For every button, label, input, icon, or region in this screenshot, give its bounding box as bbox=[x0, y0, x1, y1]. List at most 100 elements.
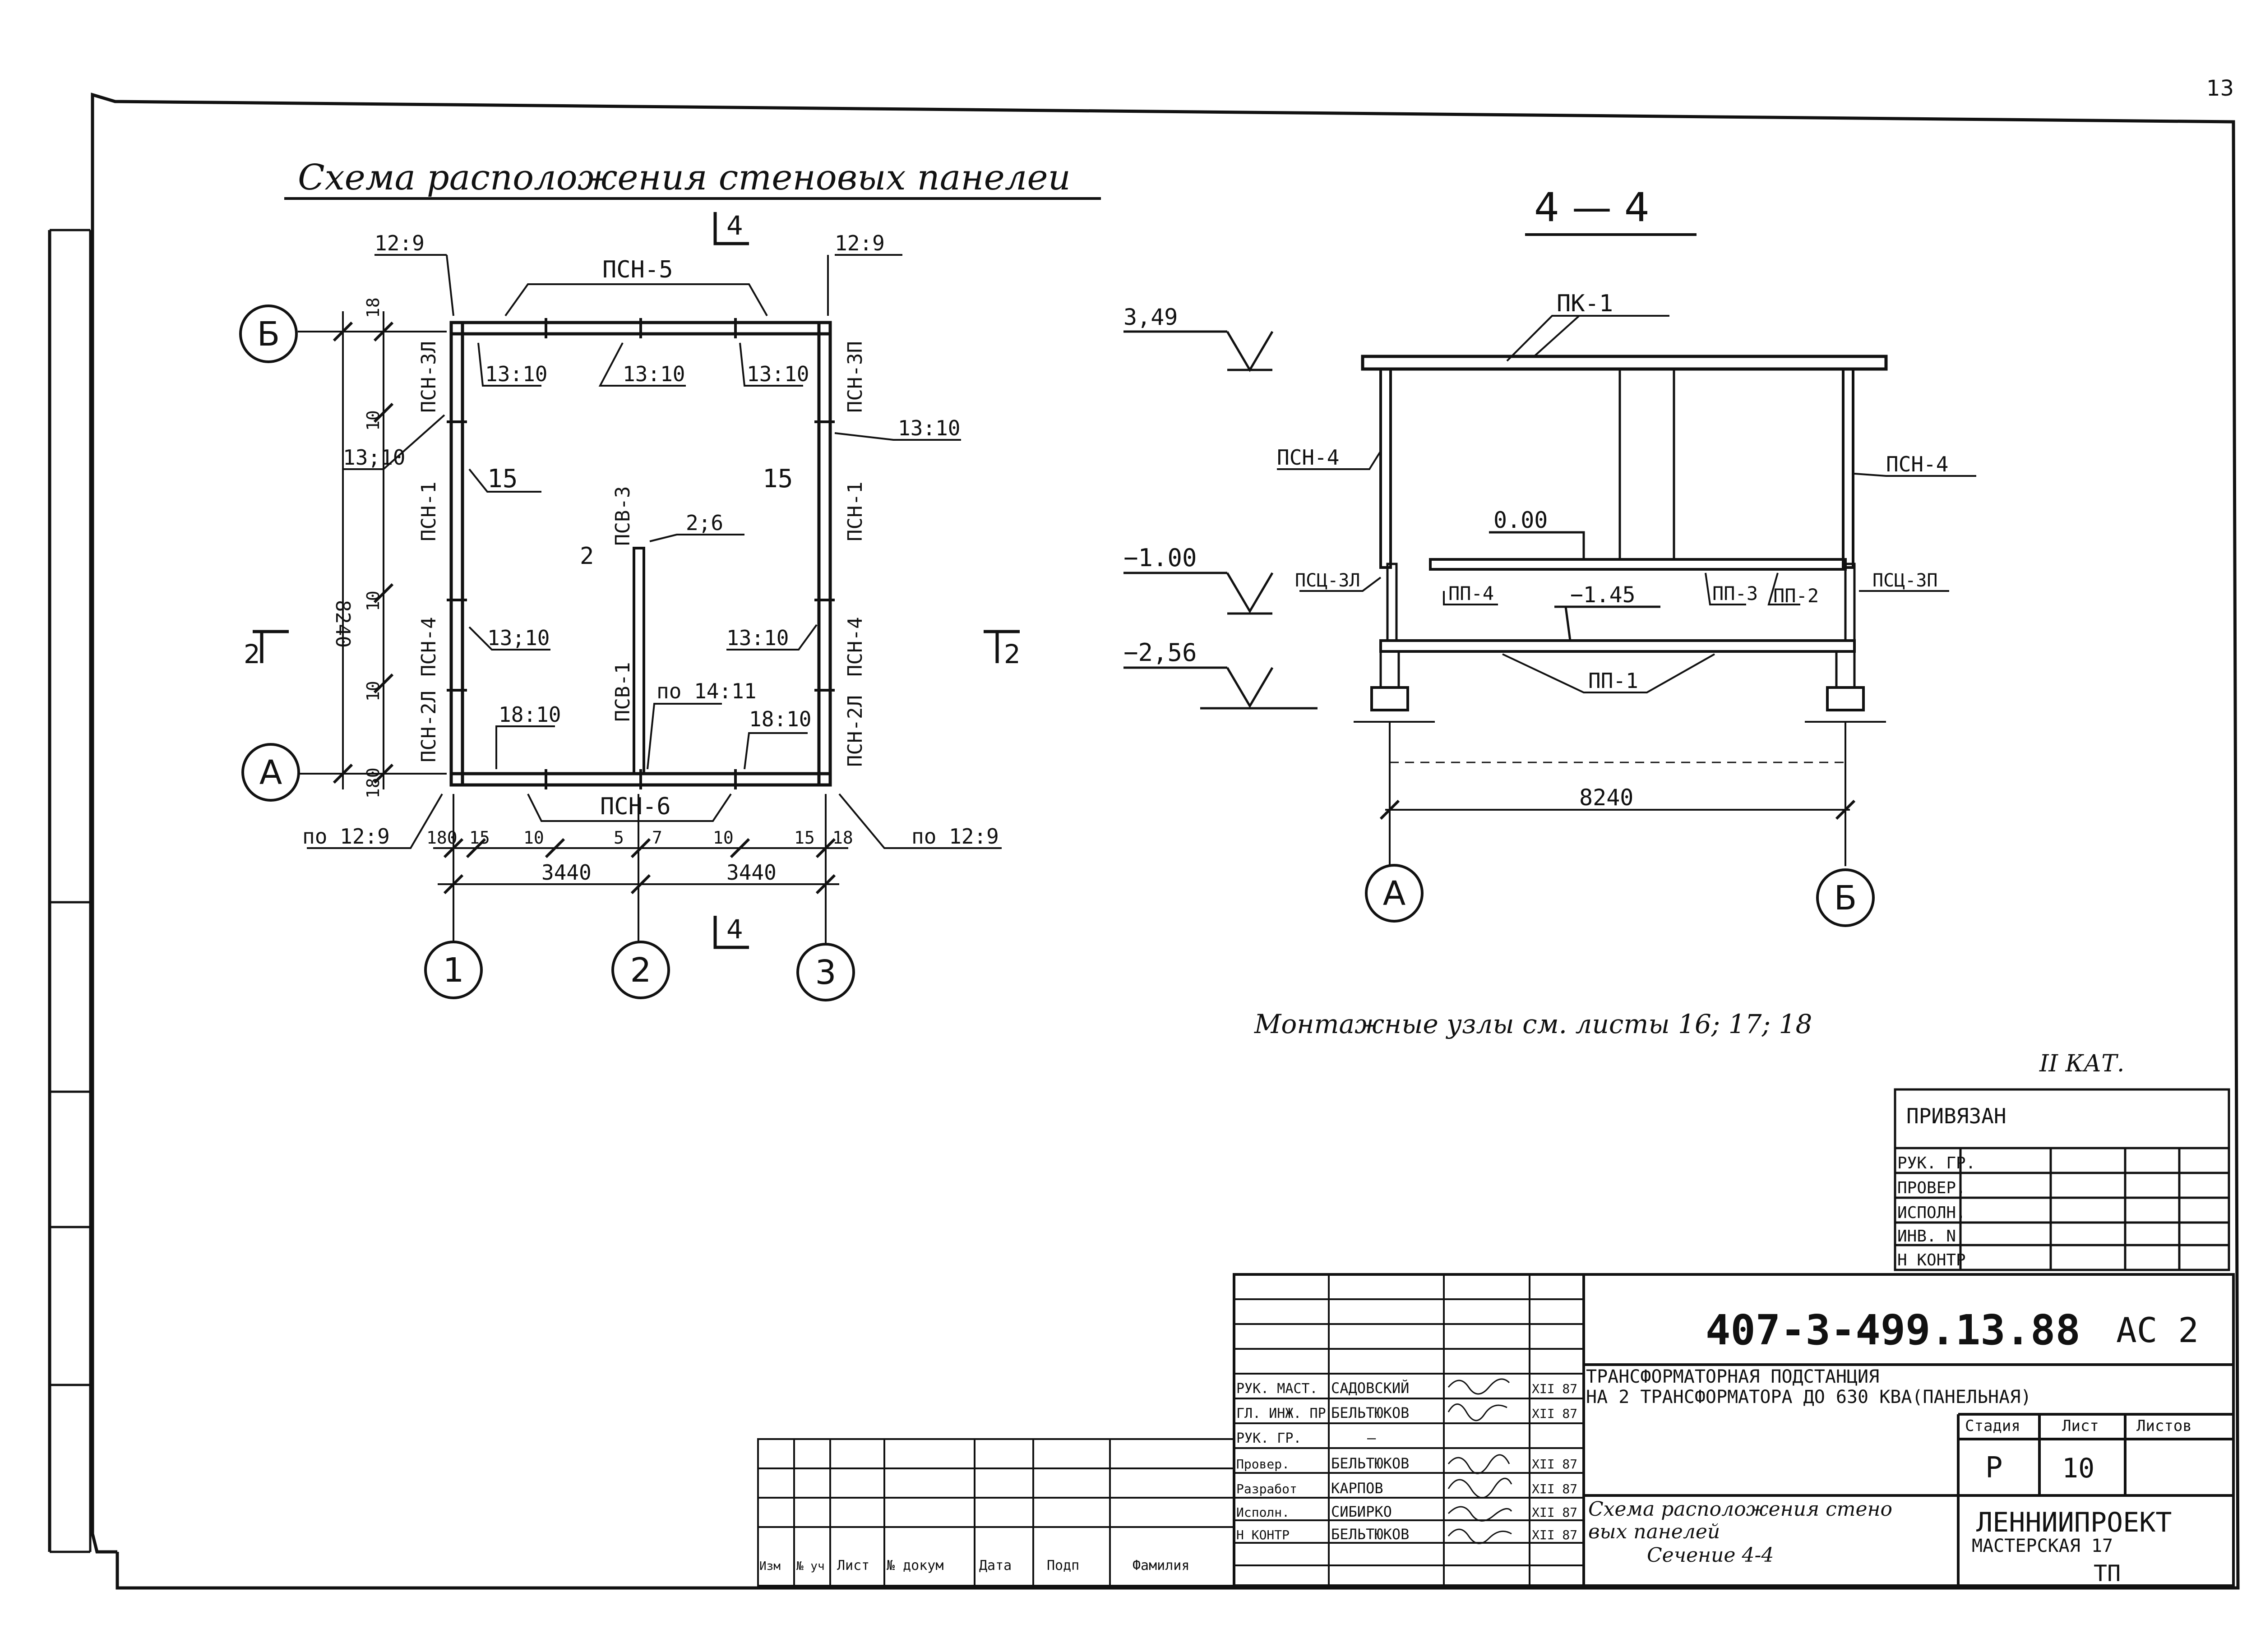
label-corner-tl: 12:9 bbox=[374, 231, 425, 255]
foundation-right bbox=[1826, 686, 1865, 711]
label-node-26: 2;6 bbox=[686, 511, 723, 535]
axis-bubble-1 bbox=[424, 941, 483, 999]
signer-role-6: Исполн. bbox=[1236, 1505, 1290, 1520]
floor-slab-lower bbox=[1379, 639, 1856, 653]
signer-name-7: БЕЛЬТЮКОВ bbox=[1331, 1526, 1409, 1543]
label-panel-bottom: ПСН-6 bbox=[600, 793, 671, 820]
rev-header-date: Дата bbox=[979, 1558, 1012, 1574]
stage-header: Стадия bbox=[1965, 1417, 2020, 1435]
label-psv-1: ПСВ-1 bbox=[611, 662, 634, 722]
rev-header-sign: Подп bbox=[1047, 1558, 1079, 1574]
project-line-1: ТРАНСФОРМАТОРНАЯ ПОДСТАНЦИЯ bbox=[1586, 1366, 1879, 1387]
axis-label-a: А bbox=[259, 753, 282, 792]
section-axis-bubble-b bbox=[1816, 868, 1875, 927]
elev-349: 3,49 bbox=[1123, 304, 1178, 330]
label-panel-top: ПСН-5 bbox=[602, 256, 673, 283]
axis-bubble-3 bbox=[796, 943, 855, 1001]
label-corner-tr: 12:9 bbox=[835, 231, 885, 255]
label-psn-2l-left: ПСН-2Л bbox=[417, 691, 440, 762]
sheet-line-2: вых панелей bbox=[1588, 1520, 1720, 1543]
label-psv-3: ПСВ-3 bbox=[611, 486, 634, 546]
label-pp1: ПП-1 bbox=[1588, 669, 1638, 693]
org-name: ЛЕННИИПРОЕКТ bbox=[1976, 1507, 2172, 1538]
label-corner-br: по 12:9 bbox=[911, 824, 999, 849]
dim-3440-left: 3440 bbox=[541, 860, 592, 885]
axis-bubble-b bbox=[239, 305, 298, 363]
label-psn-2l-right: ПСН-2Л bbox=[844, 695, 867, 767]
signer-name-1: САДОВСКИЙ bbox=[1331, 1380, 1409, 1397]
sheet-line-1: Схема расположения стено bbox=[1588, 1498, 1892, 1521]
binding-strip bbox=[48, 229, 92, 1553]
signer-role-5: Разработ bbox=[1236, 1481, 1297, 1496]
section-mark-top: 4 bbox=[726, 210, 743, 241]
label-node-1810-r: 18:10 bbox=[749, 707, 811, 731]
wall-right bbox=[817, 321, 832, 787]
label-node-1310-b: 13:10 bbox=[623, 362, 685, 386]
label-pk1: ПК-1 bbox=[1557, 290, 1613, 317]
signer-date-1: XII 87 bbox=[1532, 1381, 1577, 1396]
signer-role-2: ГЛ. ИНЖ. ПР bbox=[1236, 1406, 1326, 1421]
elev-m145: −1.45 bbox=[1570, 582, 1636, 608]
axis-label-b: Б bbox=[257, 315, 280, 354]
rev-header-list: Лист bbox=[837, 1558, 869, 1574]
dim-10-a: 10 bbox=[363, 410, 383, 431]
sheet-code: АС 2 bbox=[2116, 1310, 2199, 1350]
label-psn4-left: ПСН-4 bbox=[1277, 445, 1339, 470]
dim-height: 8240 bbox=[331, 600, 354, 648]
label-node-1411: по 14:11 bbox=[656, 679, 757, 703]
rev-header-name: Фамилия bbox=[1133, 1558, 1189, 1574]
dim-5: 5 bbox=[614, 828, 624, 848]
label-node-15-left: 15 bbox=[487, 464, 518, 494]
sheet-value: 10 bbox=[2062, 1453, 2094, 1484]
category-label: II КАТ. bbox=[2039, 1050, 2124, 1077]
dim-18-top: 18 bbox=[363, 297, 383, 318]
sheet-header: Лист bbox=[2062, 1417, 2099, 1435]
signer-name-6: СИБИРКО bbox=[1331, 1503, 1392, 1520]
dim-180-bottom: 180 bbox=[426, 828, 458, 848]
elev-m100: −1.00 bbox=[1123, 544, 1197, 572]
sheets-header: Листов bbox=[2136, 1417, 2192, 1435]
label-psn-3l: ПСН-3Л bbox=[417, 341, 440, 413]
signer-date-6: XII 87 bbox=[1532, 1505, 1577, 1520]
section-wall-left bbox=[1379, 368, 1392, 569]
roof-slab bbox=[1361, 355, 1888, 371]
label-pp2: ПП-2 bbox=[1773, 585, 1819, 607]
label-node-2: 2 bbox=[580, 543, 594, 570]
privyazan-row-4: ИНВ. N bbox=[1897, 1227, 1956, 1246]
mounting-note: Монтажные узлы см. листы 16; 17; 18 bbox=[1254, 1009, 1812, 1039]
rev-header-doc: № докум bbox=[887, 1558, 943, 1574]
signature-marks bbox=[1447, 1378, 1512, 1544]
privyazan-title: ПРИВЯЗАН bbox=[1906, 1104, 2006, 1128]
label-node-1810-l: 18:10 bbox=[499, 702, 561, 727]
sheet-frame bbox=[91, 92, 2240, 1590]
label-psn-3p: ПСН-3П bbox=[844, 341, 867, 413]
axis-bubble-2 bbox=[611, 941, 670, 999]
page-number: 13 bbox=[2206, 76, 2234, 101]
dim-7: 7 bbox=[652, 828, 662, 848]
dim-180-left: 180 bbox=[363, 767, 383, 798]
org-dept: ТП bbox=[2094, 1560, 2121, 1587]
signer-role-3: РУК. ГР. bbox=[1236, 1431, 1302, 1446]
plan-title: Схема расположения стеновых панелеи bbox=[298, 157, 1071, 198]
signer-role-4: Провер. bbox=[1236, 1457, 1290, 1472]
privyazan-row-5: Н КОНТР bbox=[1897, 1251, 1966, 1269]
label-psn-4-right: ПСН-4 bbox=[844, 617, 867, 677]
dim-10-e: 10 bbox=[713, 828, 734, 848]
label-pp4: ПП-4 bbox=[1448, 582, 1494, 605]
section-wall-right bbox=[1842, 368, 1854, 569]
plan-view: Схема расположения стеновых панелеи Б А … bbox=[239, 157, 1101, 1001]
section-mark-left: 2 bbox=[244, 639, 260, 669]
axis-bubble-a bbox=[241, 743, 300, 802]
dim-3440-right: 3440 bbox=[726, 860, 777, 885]
label-psn-1-left: ПСН-1 bbox=[417, 482, 440, 541]
axis-label-2: 2 bbox=[630, 951, 651, 990]
section-axis-label-a: А bbox=[1383, 874, 1406, 913]
wall-internal bbox=[633, 547, 645, 775]
signer-date-2: XII 87 bbox=[1532, 1406, 1577, 1421]
axis-label-1: 1 bbox=[443, 951, 464, 990]
stage-value: Р bbox=[1985, 1451, 2003, 1485]
doc-code: 407-3-499.13.88 bbox=[1706, 1306, 2080, 1354]
axis-label-3: 3 bbox=[815, 953, 836, 992]
dim-10-b: 10 bbox=[363, 591, 383, 611]
